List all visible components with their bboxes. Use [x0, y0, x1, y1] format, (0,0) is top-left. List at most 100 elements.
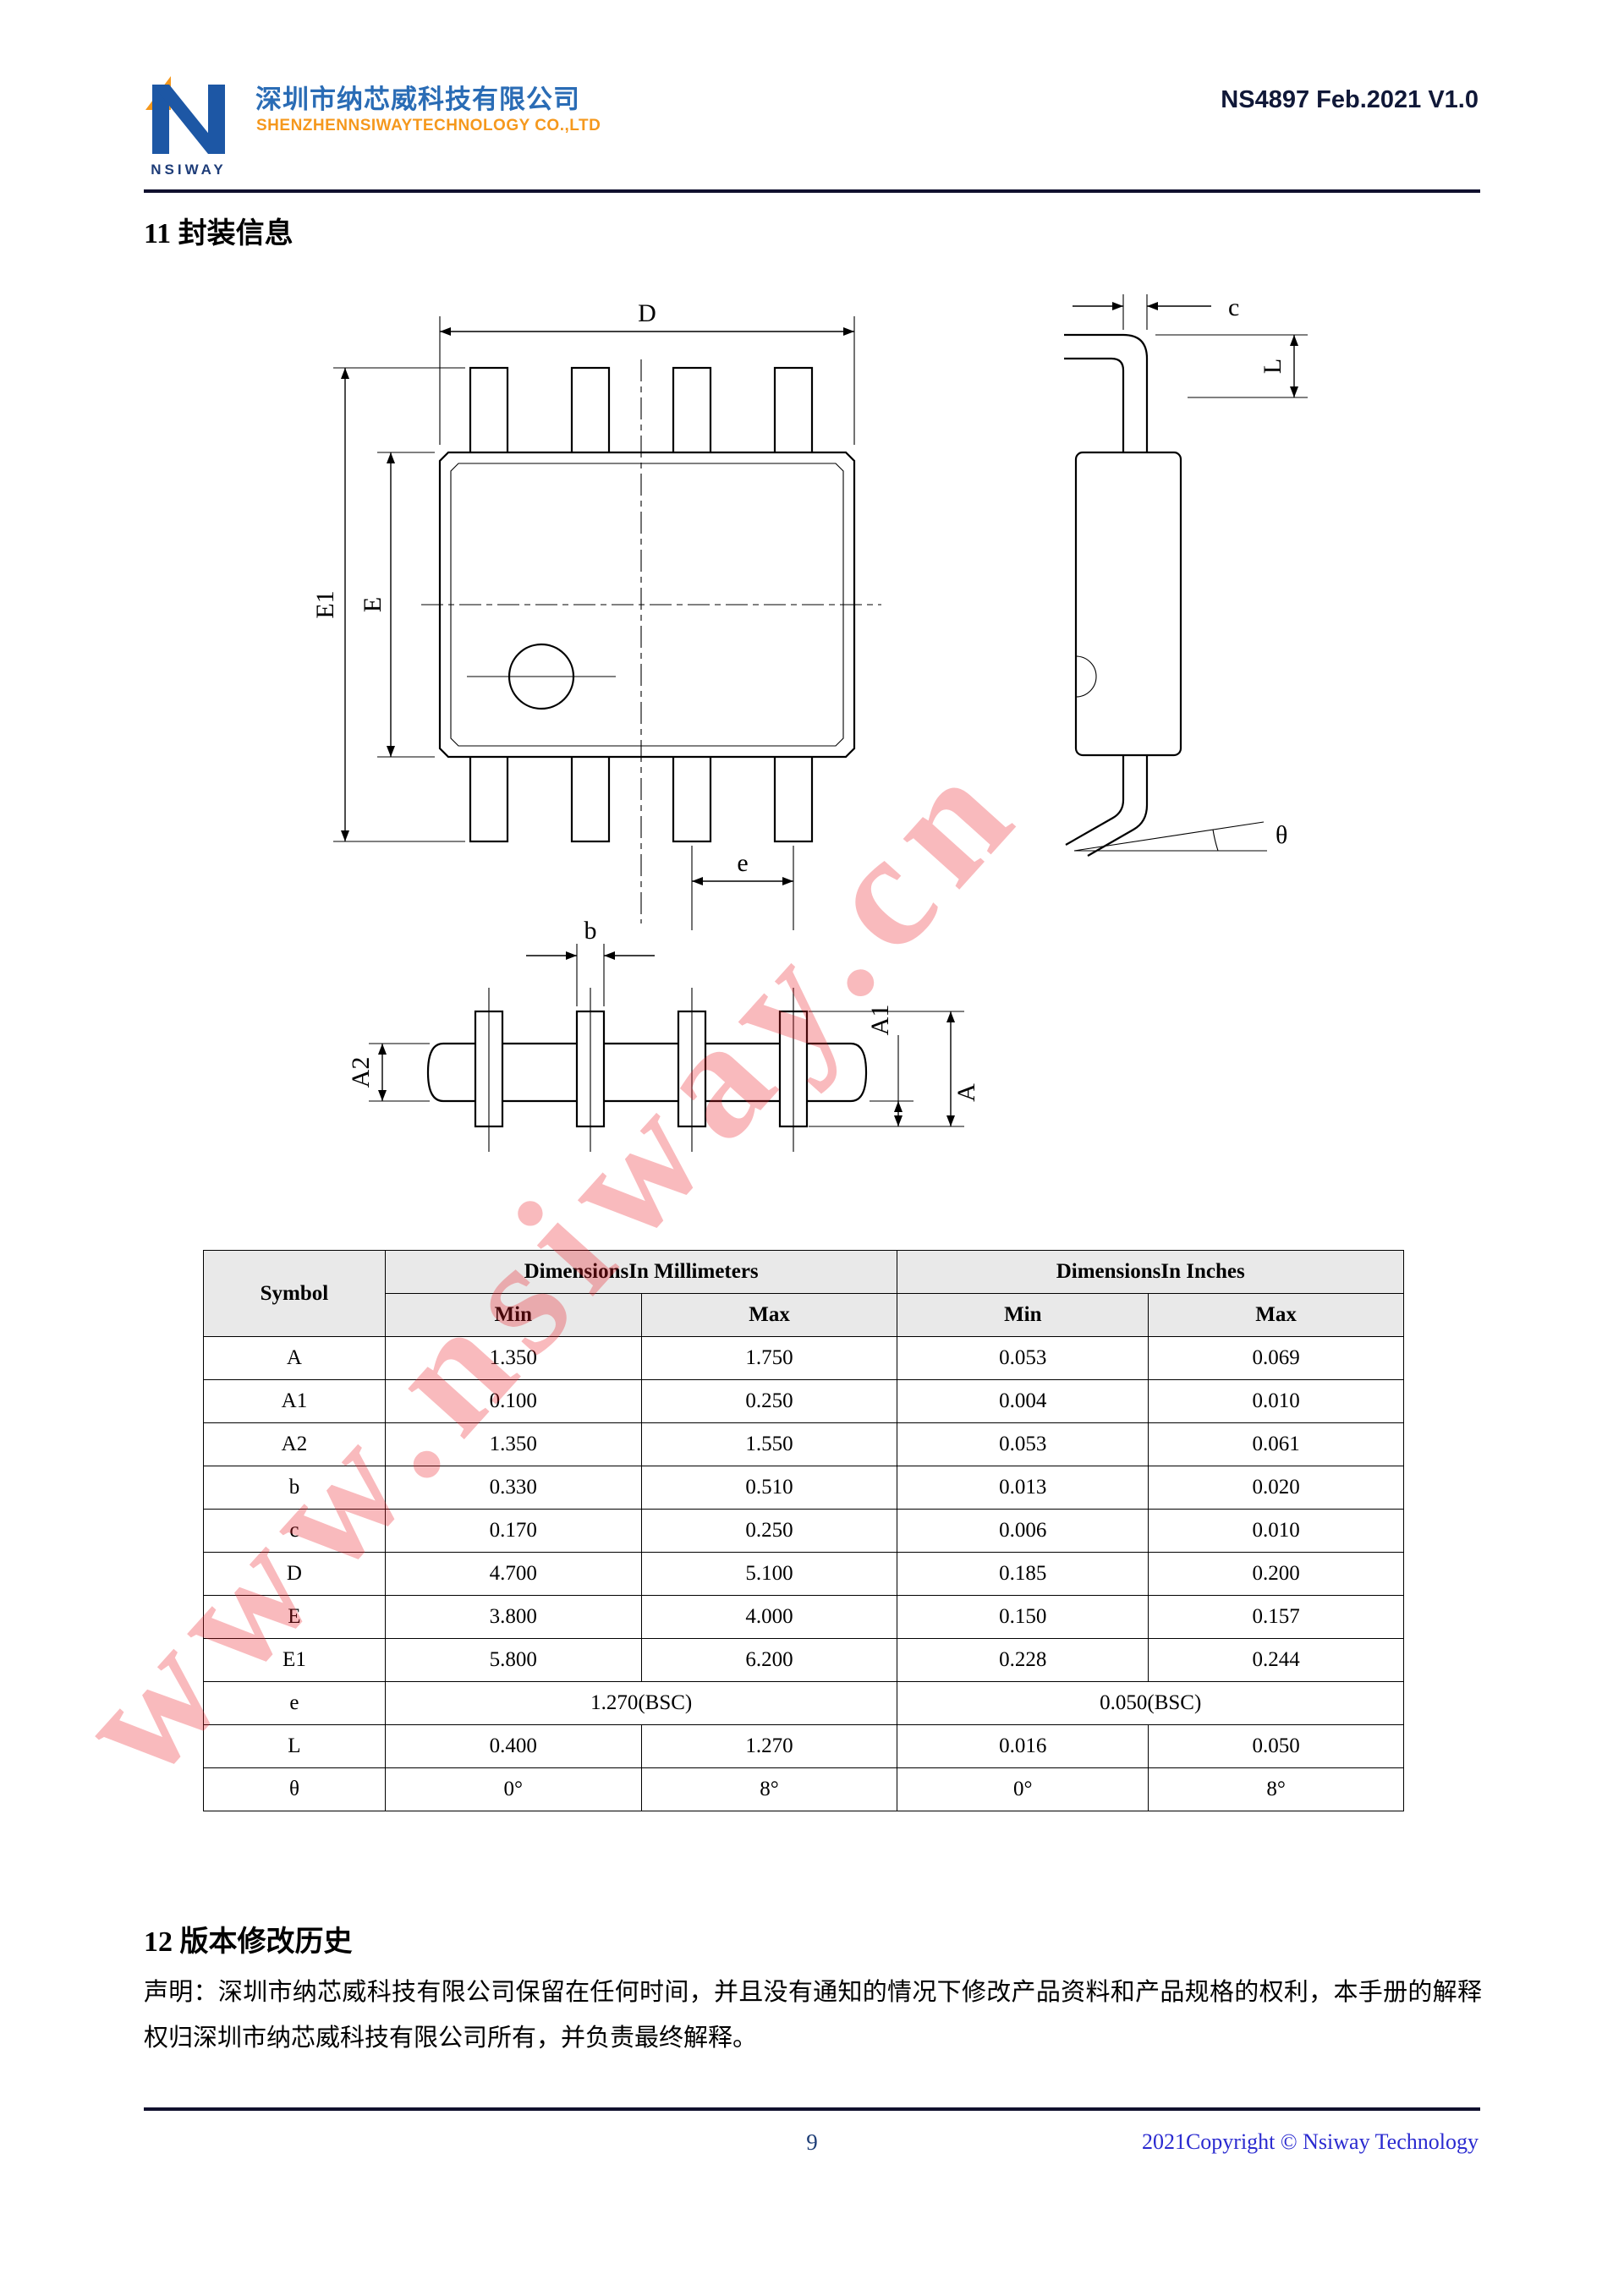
copyright-text: 2021Copyright © Nsiway Technology — [1141, 2129, 1479, 2154]
dimensions-table: Symbol DimensionsIn Millimeters Dimensio… — [203, 1250, 1404, 1811]
dim-label-e-pitch: e — [737, 849, 748, 877]
table-row: D 4.700 5.100 0.185 0.200 — [203, 1552, 1404, 1596]
table-header-row-1: Symbol DimensionsIn Millimeters Dimensio… — [203, 1250, 1404, 1337]
footer-divider — [144, 2107, 1480, 2111]
page-number: 9 — [806, 2129, 818, 2155]
col-header-inch: DimensionsIn Inches — [897, 1250, 1404, 1294]
cell: 6.200 — [640, 1638, 898, 1682]
table-row: A1 0.100 0.250 0.004 0.010 — [203, 1379, 1404, 1423]
package-drawing: D E1 E e — [311, 293, 1308, 1152]
package-top-view: D E1 E e — [311, 299, 881, 930]
nsiway-logo-graphic: NSIWAY — [145, 76, 227, 178]
logo-n-right — [208, 85, 225, 154]
dim-label-b: b — [584, 917, 597, 945]
cell: L — [203, 1724, 386, 1768]
table-header-row-2: Min Max Min Max — [204, 1293, 1404, 1337]
cell: e — [203, 1681, 386, 1725]
logo-wordmark: NSIWAY — [151, 162, 227, 178]
cell: 0.400 — [384, 1724, 642, 1768]
cell: θ — [203, 1767, 386, 1811]
cell-merged-inch: 0.050(BSC) — [897, 1681, 1404, 1725]
dim-label-c: c — [1228, 293, 1239, 321]
cell: 0.330 — [384, 1466, 642, 1510]
cell: 3.800 — [384, 1595, 642, 1639]
cell: c — [203, 1509, 386, 1553]
cell: 0.069 — [1148, 1336, 1404, 1380]
cell: A1 — [203, 1379, 386, 1423]
table-row: E 3.800 4.000 0.150 0.157 — [203, 1595, 1404, 1639]
cell: 0.006 — [897, 1509, 1149, 1553]
col-header-mm-min: Min — [384, 1293, 642, 1337]
cell: 0.244 — [1148, 1638, 1404, 1682]
cell: 0.150 — [897, 1595, 1149, 1639]
package-front-view: b A2 A1 A — [347, 917, 980, 1152]
cell: 8° — [640, 1767, 898, 1811]
table-row: A2 1.350 1.550 0.053 0.061 — [203, 1422, 1404, 1466]
cell: 4.700 — [384, 1552, 642, 1596]
cell: 1.350 — [384, 1422, 642, 1466]
cell-merged-mm: 1.270(BSC) — [384, 1681, 898, 1725]
table-row: c 0.170 0.250 0.006 0.010 — [203, 1509, 1404, 1553]
cell: b — [203, 1466, 386, 1510]
dim-label-d: D — [638, 299, 656, 327]
dim-label-l: L — [1259, 359, 1287, 374]
cell: 0° — [384, 1767, 642, 1811]
cell: 0.004 — [897, 1379, 1149, 1423]
cell: 0.100 — [384, 1379, 642, 1423]
cell: 0.228 — [897, 1638, 1149, 1682]
cell: 0.010 — [1148, 1509, 1404, 1553]
section-11-title: 11 封装信息 — [144, 218, 294, 249]
dim-label-a: A — [952, 1083, 980, 1102]
disclaimer-text: 声明：深圳市纳芯威科技有限公司保留在任何时间，并且没有通知的情况下修改产品资料和… — [144, 1979, 1482, 2052]
cell: 0.250 — [640, 1509, 898, 1553]
cell: 1.270 — [640, 1724, 898, 1768]
cell: 1.350 — [384, 1336, 642, 1380]
cell: 0.170 — [384, 1509, 642, 1553]
table-row: b 0.330 0.510 0.013 0.020 — [203, 1466, 1404, 1510]
company-logo: NSIWAY — [144, 71, 245, 187]
company-name-cn: 深圳市纳芯威科技有限公司 — [255, 85, 580, 114]
table-row: θ 0° 8° 0° 8° — [203, 1767, 1404, 1811]
company-name-en: SHENZHENNSIWAYTECHNOLOGY CO.,LTD — [256, 117, 601, 134]
cell: 0.510 — [640, 1466, 898, 1510]
cell: 0.053 — [897, 1422, 1149, 1466]
cell: 0.200 — [1148, 1552, 1404, 1596]
cell: 1.750 — [640, 1336, 898, 1380]
cell: A2 — [203, 1422, 386, 1466]
cell: 8° — [1148, 1767, 1404, 1811]
cell: 0° — [897, 1767, 1149, 1811]
dim-label-a2: A2 — [347, 1057, 375, 1088]
col-header-in-max: Max — [1148, 1293, 1404, 1337]
table-row: L 0.400 1.270 0.016 0.050 — [203, 1724, 1404, 1768]
cell: 0.053 — [897, 1336, 1149, 1380]
cell: 0.010 — [1148, 1379, 1404, 1423]
cell: 0.157 — [1148, 1595, 1404, 1639]
table-row-e: e 1.270(BSC) 0.050(BSC) — [203, 1681, 1404, 1725]
logo-n-left — [152, 85, 169, 154]
cell: 0.050 — [1148, 1724, 1404, 1768]
cell: A — [203, 1336, 386, 1380]
dim-label-a1: A1 — [866, 1005, 894, 1036]
cell: 0.013 — [897, 1466, 1149, 1510]
cell: 0.061 — [1148, 1422, 1404, 1466]
cell: 1.550 — [640, 1422, 898, 1466]
cell: 4.000 — [640, 1595, 898, 1639]
logo-n-diagonal — [152, 85, 225, 154]
cell: 0.250 — [640, 1379, 898, 1423]
table-row: A 1.350 1.750 0.053 0.069 — [203, 1336, 1404, 1380]
document-reference: NS4897 Feb.2021 V1.0 — [1221, 86, 1479, 113]
col-header-symbol: Symbol — [203, 1250, 386, 1337]
cell: 5.800 — [384, 1638, 642, 1682]
header-divider — [144, 189, 1480, 193]
cell: 0.020 — [1148, 1466, 1404, 1510]
package-side-view: c L θ — [1064, 293, 1308, 857]
cell: 0.185 — [897, 1552, 1149, 1596]
cell: 0.016 — [897, 1724, 1149, 1768]
section-12-title: 12 版本修改历史 — [144, 1926, 353, 1958]
dim-label-e-body: E — [359, 597, 387, 612]
dim-label-theta: θ — [1276, 821, 1287, 849]
col-header-mm: DimensionsIn Millimeters — [384, 1250, 898, 1294]
cell: E — [203, 1595, 386, 1639]
col-header-in-min: Min — [897, 1293, 1149, 1337]
